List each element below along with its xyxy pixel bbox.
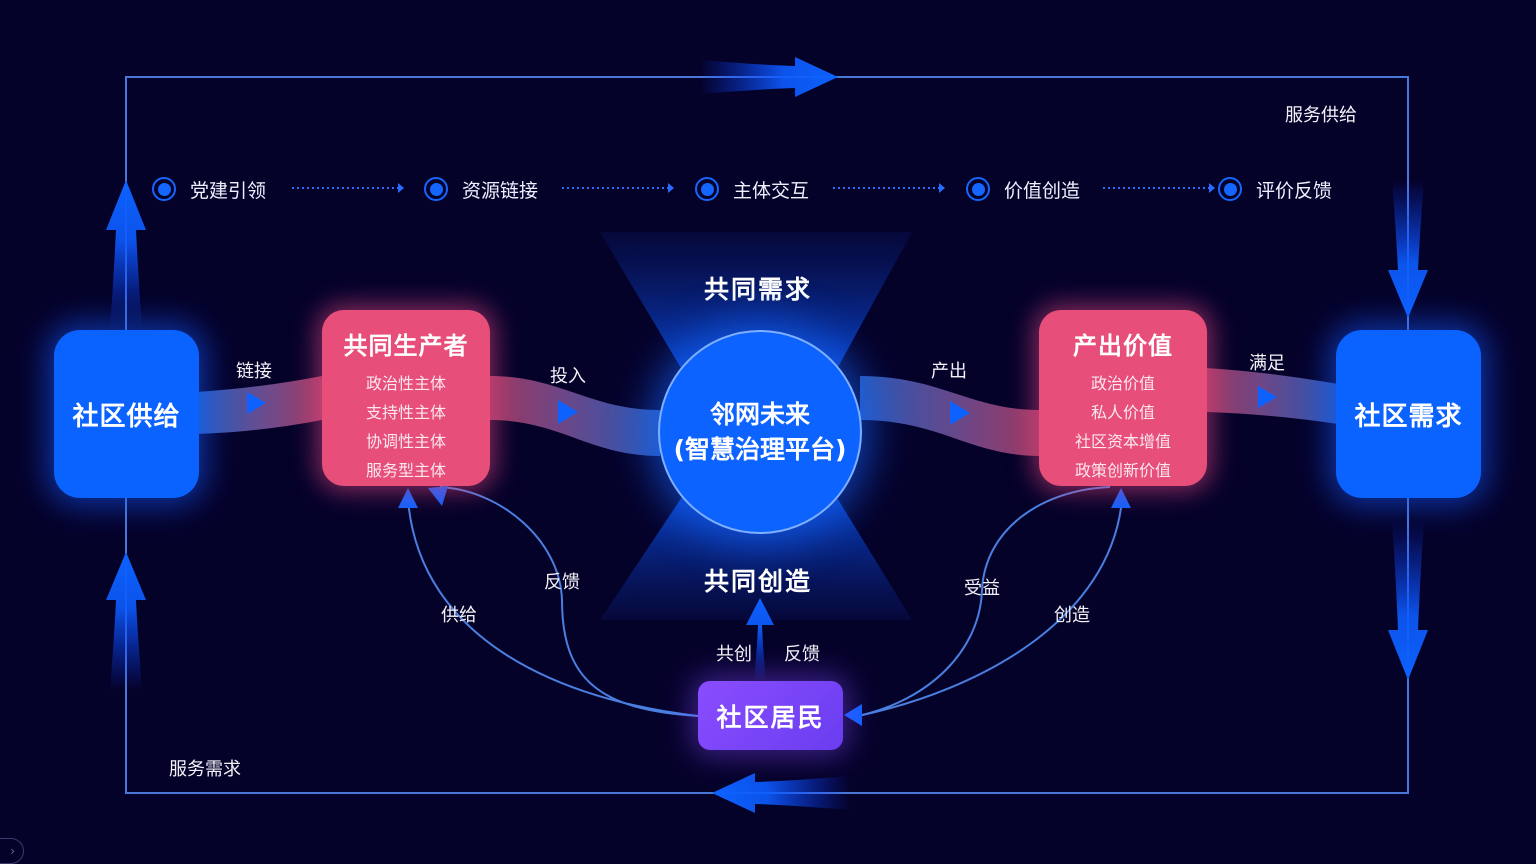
link-label: 链接 — [236, 361, 272, 382]
co-producers-item: 政治性主体 — [365, 374, 446, 393]
step-dot-icon — [1218, 177, 1242, 201]
common-demand-label: 共同需求 — [704, 275, 813, 304]
benefit-curve-label: 受益 — [964, 578, 1000, 599]
step-label: 资源链接 — [462, 179, 539, 202]
step-subject-interaction: 主体交互 — [695, 174, 809, 204]
feedback-bottom-label: 反馈 — [784, 644, 820, 665]
hourglass-top-glow — [600, 232, 912, 400]
bottom-flow-arrow — [712, 773, 850, 813]
step-party-leadership: 党建引领 — [152, 174, 266, 204]
step-dot-icon — [695, 177, 719, 201]
step-connector-arrowhead — [668, 183, 674, 193]
step-label: 党建引领 — [190, 179, 267, 202]
create-curve-label: 创造 — [1054, 605, 1090, 626]
platform-name: 邻网未来 — [709, 400, 810, 429]
co-producers-item: 服务型主体 — [365, 461, 446, 480]
arrowhead-feedback-left — [428, 486, 448, 506]
community-supply-node: 社区供给 — [54, 330, 199, 498]
curve-supply — [407, 499, 699, 717]
band-producers-to-platform — [490, 376, 660, 456]
left-up-arrow-bottom — [106, 552, 146, 690]
flow-triangle-icon — [1258, 386, 1277, 408]
step-label: 主体交互 — [733, 179, 810, 202]
step-connector-arrowhead — [939, 183, 945, 193]
output-value-item: 社区资本增值 — [1074, 432, 1171, 451]
step-label: 评价反馈 — [1256, 179, 1333, 202]
right-down-arrow-top — [1388, 180, 1428, 318]
step-evaluation-feedback: 评价反馈 — [1218, 174, 1332, 204]
output-value-item: 私人价值 — [1090, 403, 1155, 422]
left-up-arrow-top — [106, 180, 146, 330]
platform-subtitle: (智慧治理平台) — [673, 435, 847, 464]
chevron-right-icon: › — [10, 844, 15, 858]
output-value-node: 产出价值 政治价值 私人价值 社区资本增值 政策创新价值 — [1039, 310, 1207, 486]
community-demand-node: 社区需求 — [1336, 330, 1481, 498]
output-value-item: 政治价值 — [1090, 374, 1155, 393]
satisfy-label: 满足 — [1249, 353, 1285, 374]
step-resource-link: 资源链接 — [424, 174, 538, 204]
step-value-creation: 价值创造 — [966, 174, 1080, 204]
step-dot-icon — [152, 177, 176, 201]
community-residents-node: 社区居民 — [698, 681, 843, 750]
step-dot-icon — [966, 177, 990, 201]
flow-triangle-icon — [558, 400, 578, 424]
co-create-label: 共创 — [716, 644, 752, 665]
supply-curve-label: 供给 — [441, 605, 477, 626]
co-producers-node: 共同生产者 政治性主体 支持性主体 协调性主体 服务型主体 — [322, 310, 490, 486]
flow-triangle-icon — [950, 401, 970, 425]
step-label: 价值创造 — [1004, 179, 1081, 202]
curve-create — [857, 499, 1123, 717]
curve-feedback-left — [439, 486, 699, 717]
feedback-curve-label: 反馈 — [544, 572, 580, 593]
right-down-arrow-bottom — [1388, 520, 1428, 680]
flow-triangle-icon — [247, 392, 266, 414]
arrowhead-create — [1111, 488, 1131, 508]
output-value-title: 产出价值 — [1073, 332, 1173, 360]
service-supply-label: 服务供给 — [1285, 105, 1357, 126]
step-connector-arrowhead — [1209, 183, 1215, 193]
curve-benefit — [857, 486, 1111, 717]
co-producers-item: 支持性主体 — [365, 403, 446, 422]
arrowhead-supply — [398, 488, 418, 508]
step-dot-icon — [424, 177, 448, 201]
smart-governance-platform: 邻网未来 (智慧治理平台) — [658, 330, 862, 534]
arrowhead-benefit — [844, 704, 862, 726]
co-create-up-arrow — [746, 598, 774, 682]
step-connector-arrowhead — [398, 183, 404, 193]
input-label: 投入 — [550, 366, 586, 387]
output-value-item: 政策创新价值 — [1074, 461, 1171, 480]
output-label: 产出 — [931, 361, 967, 382]
co-producers-item: 协调性主体 — [365, 432, 446, 451]
common-creation-label: 共同创造 — [704, 567, 813, 596]
co-producers-title: 共同生产者 — [343, 332, 469, 360]
service-demand-label: 服务需求 — [169, 759, 241, 780]
hourglass-bottom-glow — [600, 470, 912, 620]
top-flow-arrow — [700, 57, 838, 97]
